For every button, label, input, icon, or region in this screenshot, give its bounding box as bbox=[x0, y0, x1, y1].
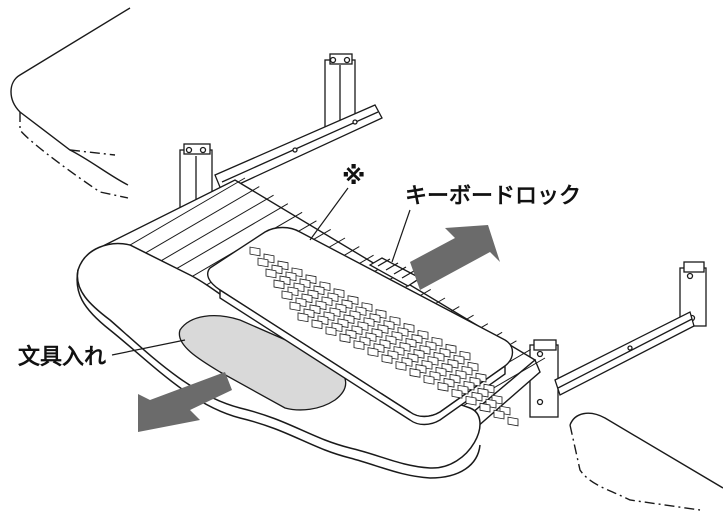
keyboard-key bbox=[479, 402, 491, 413]
keyboard-key bbox=[249, 246, 261, 257]
stationery-tray bbox=[178, 315, 347, 411]
keyboard-key bbox=[507, 416, 519, 427]
keyboard-key bbox=[465, 395, 477, 406]
keyboard-key bbox=[289, 301, 301, 312]
keyboard-key bbox=[311, 319, 323, 330]
keyboard-key bbox=[395, 361, 407, 371]
tray-slat bbox=[139, 186, 260, 258]
keyboard-key bbox=[437, 381, 449, 392]
keyboard-key bbox=[493, 409, 505, 420]
right-front-mount-bracket bbox=[529, 339, 559, 418]
keyboard-key bbox=[339, 333, 351, 343]
keyboard-key bbox=[409, 368, 421, 378]
keyboard-lock-label: キーボードロック bbox=[405, 184, 581, 209]
note-mark-label: ※ bbox=[342, 162, 365, 190]
keyboard-key bbox=[273, 279, 285, 290]
keyboard-key bbox=[367, 347, 379, 357]
keyboard-key bbox=[325, 326, 337, 337]
keyboard-key bbox=[353, 340, 365, 350]
stationery-tray-label: 文具入れ bbox=[18, 344, 106, 370]
slide-out-arrow-icon bbox=[410, 225, 500, 290]
keyboard-key bbox=[281, 290, 293, 301]
pull-in-arrow-icon bbox=[138, 372, 232, 432]
keyboard-key bbox=[451, 388, 463, 399]
upper-slide-rail bbox=[214, 104, 383, 193]
lower-slide-rail bbox=[554, 311, 695, 396]
left-desk-edge bbox=[10, 7, 131, 199]
tray-slat bbox=[167, 203, 289, 275]
rear-mount-bracket bbox=[324, 53, 356, 131]
keyboard-key bbox=[257, 257, 269, 268]
leader-lines bbox=[111, 187, 411, 356]
keyboard-key bbox=[265, 268, 277, 279]
tray-slat bbox=[153, 194, 274, 266]
keyboard-key bbox=[297, 312, 309, 323]
right-desk-edge bbox=[569, 412, 723, 511]
keyboard-key bbox=[381, 354, 393, 364]
keyboard-keys bbox=[249, 246, 519, 427]
tray-slat bbox=[124, 177, 246, 249]
keyboard-key bbox=[423, 374, 435, 385]
